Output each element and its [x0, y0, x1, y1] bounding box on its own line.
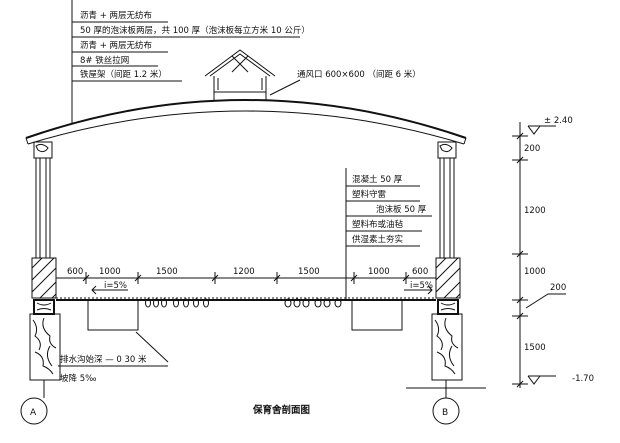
- roof-vent: [204, 49, 276, 100]
- slope-right: i=5%: [404, 281, 433, 295]
- roof-layer-callout: 沥青 + 两层无纺布 50 厚的泡沫板两层，共 100 厚（泡沫板每立方米 10…: [71, 0, 310, 123]
- axis-a-label: A: [30, 408, 37, 418]
- heating-pipes: [145, 298, 342, 308]
- drawing-title: 保育舍剖面图: [252, 404, 310, 416]
- slope-right-label: i=5%: [410, 281, 433, 291]
- span-dim-6: 1000: [368, 267, 390, 277]
- floor-layer-4: 塑料布或油毡: [352, 219, 404, 230]
- vdim-1200: 1200: [524, 206, 546, 216]
- vent-leader: [269, 79, 301, 96]
- span-dim-7: 600: [412, 267, 428, 277]
- drain-trenches: [87, 300, 403, 331]
- roof-layer-1: 沥青 + 两层无纺布: [80, 10, 152, 21]
- drain-callout: 排水沟始深 — 0 30 米 坡降 5‰: [58, 331, 169, 384]
- roof-layer-5: 铁屋架（间距 1.2 米）: [80, 69, 167, 80]
- span-dim-5: 1500: [298, 267, 320, 277]
- floor-layer-2: 塑料守雷: [352, 189, 386, 200]
- left-wall: [29, 141, 61, 398]
- drain-slope-label: 坡降 5‰: [60, 373, 97, 384]
- roof-arch: [25, 99, 467, 145]
- span-dim-4: 1200: [233, 267, 255, 277]
- floor-layer-3: 泡沫板 50 厚: [376, 204, 427, 215]
- vdim-200-bottom: 200: [550, 283, 566, 293]
- roof-layer-4: 8# 铁丝拉网: [80, 55, 129, 66]
- span-dim-1: 600: [67, 267, 83, 277]
- roof-layer-2: 50 厚的泡沫板两层，共 100 厚（泡沫板每立方米 10 公斤）: [80, 25, 310, 36]
- elevation-top: ± 2.40: [544, 116, 573, 126]
- floor-layer-1: 混凝土 50 厚: [352, 174, 403, 185]
- vent-label: 通风口 600×600 （间距 6 米）: [297, 69, 421, 80]
- vdim-200-top: 200: [524, 144, 540, 154]
- vdim-1500: 1500: [524, 343, 546, 353]
- vdim-1000: 1000: [524, 267, 546, 277]
- span-dimension-labels: 600 1000 1500 1200 1500 1000 600: [67, 267, 428, 277]
- right-wall: [431, 141, 463, 398]
- drain-depth-label: 排水沟始深 — 0 30 米: [60, 354, 147, 365]
- floor-layer-callout: 混凝土 50 厚 塑料守雷 泡沫板 50 厚 塑料布或油毡 供湿素土夯实: [345, 168, 432, 300]
- vertical-dimension-chain: [512, 122, 566, 388]
- elevation-bottom: -1.70: [572, 374, 594, 384]
- span-dim-3: 1500: [156, 267, 178, 277]
- slope-left: i=5%: [91, 281, 128, 295]
- floor-slab: [55, 272, 437, 301]
- axis-b-label: B: [442, 408, 448, 418]
- roof-layer-3: 沥青 + 两层无纺布: [80, 40, 152, 51]
- axis-b: B: [432, 397, 460, 425]
- floor-layer-5: 供湿素土夯实: [352, 234, 403, 245]
- span-dim-2: 1000: [99, 267, 121, 277]
- axis-a: A: [20, 397, 48, 425]
- slope-left-label: i=5%: [104, 281, 127, 291]
